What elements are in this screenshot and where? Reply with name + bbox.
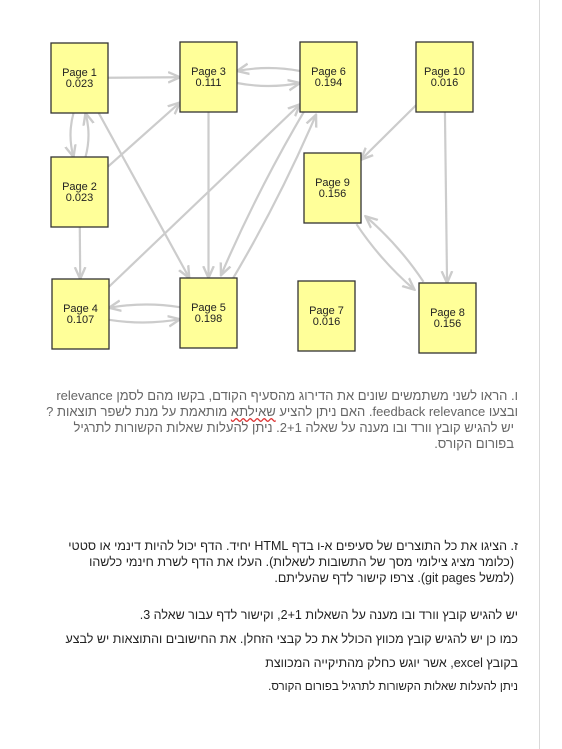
node-box <box>415 41 474 113</box>
graph-edges <box>71 68 448 323</box>
node-box <box>50 156 109 228</box>
node-label: Page 6 <box>311 66 346 78</box>
submission-line-2: כמו כן יש להגיש קובץ מכווץ הכולל את כל ק… <box>65 632 518 646</box>
node-label: Page 9 <box>315 177 350 189</box>
edge-p9-p8 <box>355 223 415 290</box>
node-value: 0.156 <box>434 318 462 330</box>
node-label: Page 7 <box>309 305 344 317</box>
node-p1: Page 10.023 <box>50 42 109 114</box>
section-z-text: ז. הציגו את כל התוצרים של סעיפים א-ו בדף… <box>20 538 518 586</box>
node-box <box>50 42 109 114</box>
edge-p1-p2 <box>71 112 74 157</box>
edge-p10-p9 <box>361 104 417 160</box>
node-value: 0.111 <box>196 77 222 89</box>
node-box <box>179 277 238 349</box>
edge-p6-p5 <box>221 108 307 275</box>
section-v-line-1: ו. הראו לשני משתמשים שונים את הדירוג מהס… <box>56 388 518 403</box>
edge-p8-p9 <box>365 216 425 283</box>
node-label: Page 8 <box>430 307 465 319</box>
section-z-line-2: (כלומר מציג צילומי מסך של התשובות לשאלות… <box>89 555 514 569</box>
node-value: 0.198 <box>195 313 223 325</box>
node-p4: Page 40.107 <box>51 278 110 350</box>
node-p6: Page 60.194 <box>299 41 358 113</box>
edge-p10-p8 <box>445 111 447 283</box>
node-value: 0.016 <box>313 316 341 328</box>
edge-p4-p5 <box>108 319 180 322</box>
node-p2: Page 20.023 <box>50 156 109 228</box>
node-value: 0.194 <box>315 77 343 89</box>
submission-text: יש להגיש קובץ וורד ובו מענה על השאלות 2+… <box>20 603 518 699</box>
edge-p1-p3 <box>107 77 180 78</box>
node-box <box>418 282 477 354</box>
node-box <box>303 152 362 224</box>
node-box <box>51 278 110 350</box>
node-label: Page 4 <box>63 303 98 315</box>
node-value: 0.023 <box>66 192 94 204</box>
edge-p3-p6 <box>236 83 300 86</box>
node-label: Page 5 <box>191 302 226 314</box>
section-z-line-1: ז. הציגו את כל התוצרים של סעיפים א-ו בדף… <box>68 539 518 553</box>
node-label: Page 2 <box>62 181 97 193</box>
section-v-text: ו. הראו לשני משתמשים שונים את הדירוג מהס… <box>20 388 518 452</box>
section-v-line-4: בפורום הקורס. <box>434 436 514 451</box>
misspelled-word: שאילתא <box>230 404 276 419</box>
node-box <box>299 41 358 113</box>
edge-p2-p1 <box>86 113 89 158</box>
node-label: Page 3 <box>191 66 226 78</box>
node-value: 0.107 <box>67 314 95 326</box>
edge-p2-p3 <box>107 102 180 168</box>
node-box <box>179 41 238 113</box>
edge-p4-p6 <box>108 104 300 288</box>
node-value: 0.016 <box>431 77 459 89</box>
section-z-line-3: (למשל git pages). צרפו קישור לדף שהעליתם… <box>274 571 514 585</box>
submission-line-3: בקובץ excel, אשר יוגש כחלק מהתיקייה המכו… <box>265 656 518 670</box>
node-p5: Page 50.198 <box>179 277 238 349</box>
node-p7: Page 70.016 <box>297 280 356 352</box>
section-v-line-3: יש להגיש קובץ וורד ובו מענה על שאלה 2+1.… <box>73 420 514 435</box>
node-box <box>297 280 356 352</box>
section-v-line-2: ובצעו feedback relevance. האם ניתן להציע… <box>46 404 518 419</box>
node-label: Page 1 <box>62 67 97 79</box>
submission-line-4: ניתן להעלות שאלות הקשורות לתרגיל בפורום … <box>268 681 518 693</box>
edge-p6-p3 <box>237 68 301 71</box>
node-value: 0.023 <box>66 78 94 90</box>
node-p8: Page 80.156 <box>418 282 477 354</box>
node-label: Page 10 <box>424 66 465 78</box>
node-p3: Page 30.111 <box>179 41 238 113</box>
node-value: 0.156 <box>319 188 347 200</box>
page-border <box>539 0 540 749</box>
edge-p5-p6 <box>230 115 316 282</box>
node-p10: Page 100.016 <box>415 41 474 113</box>
submission-line-1: יש להגיש קובץ וורד ובו מענה על השאלות 2+… <box>139 608 518 622</box>
edge-p1-p5 <box>97 112 190 278</box>
edge-p5-p4 <box>109 304 181 307</box>
node-p9: Page 90.156 <box>303 152 362 224</box>
